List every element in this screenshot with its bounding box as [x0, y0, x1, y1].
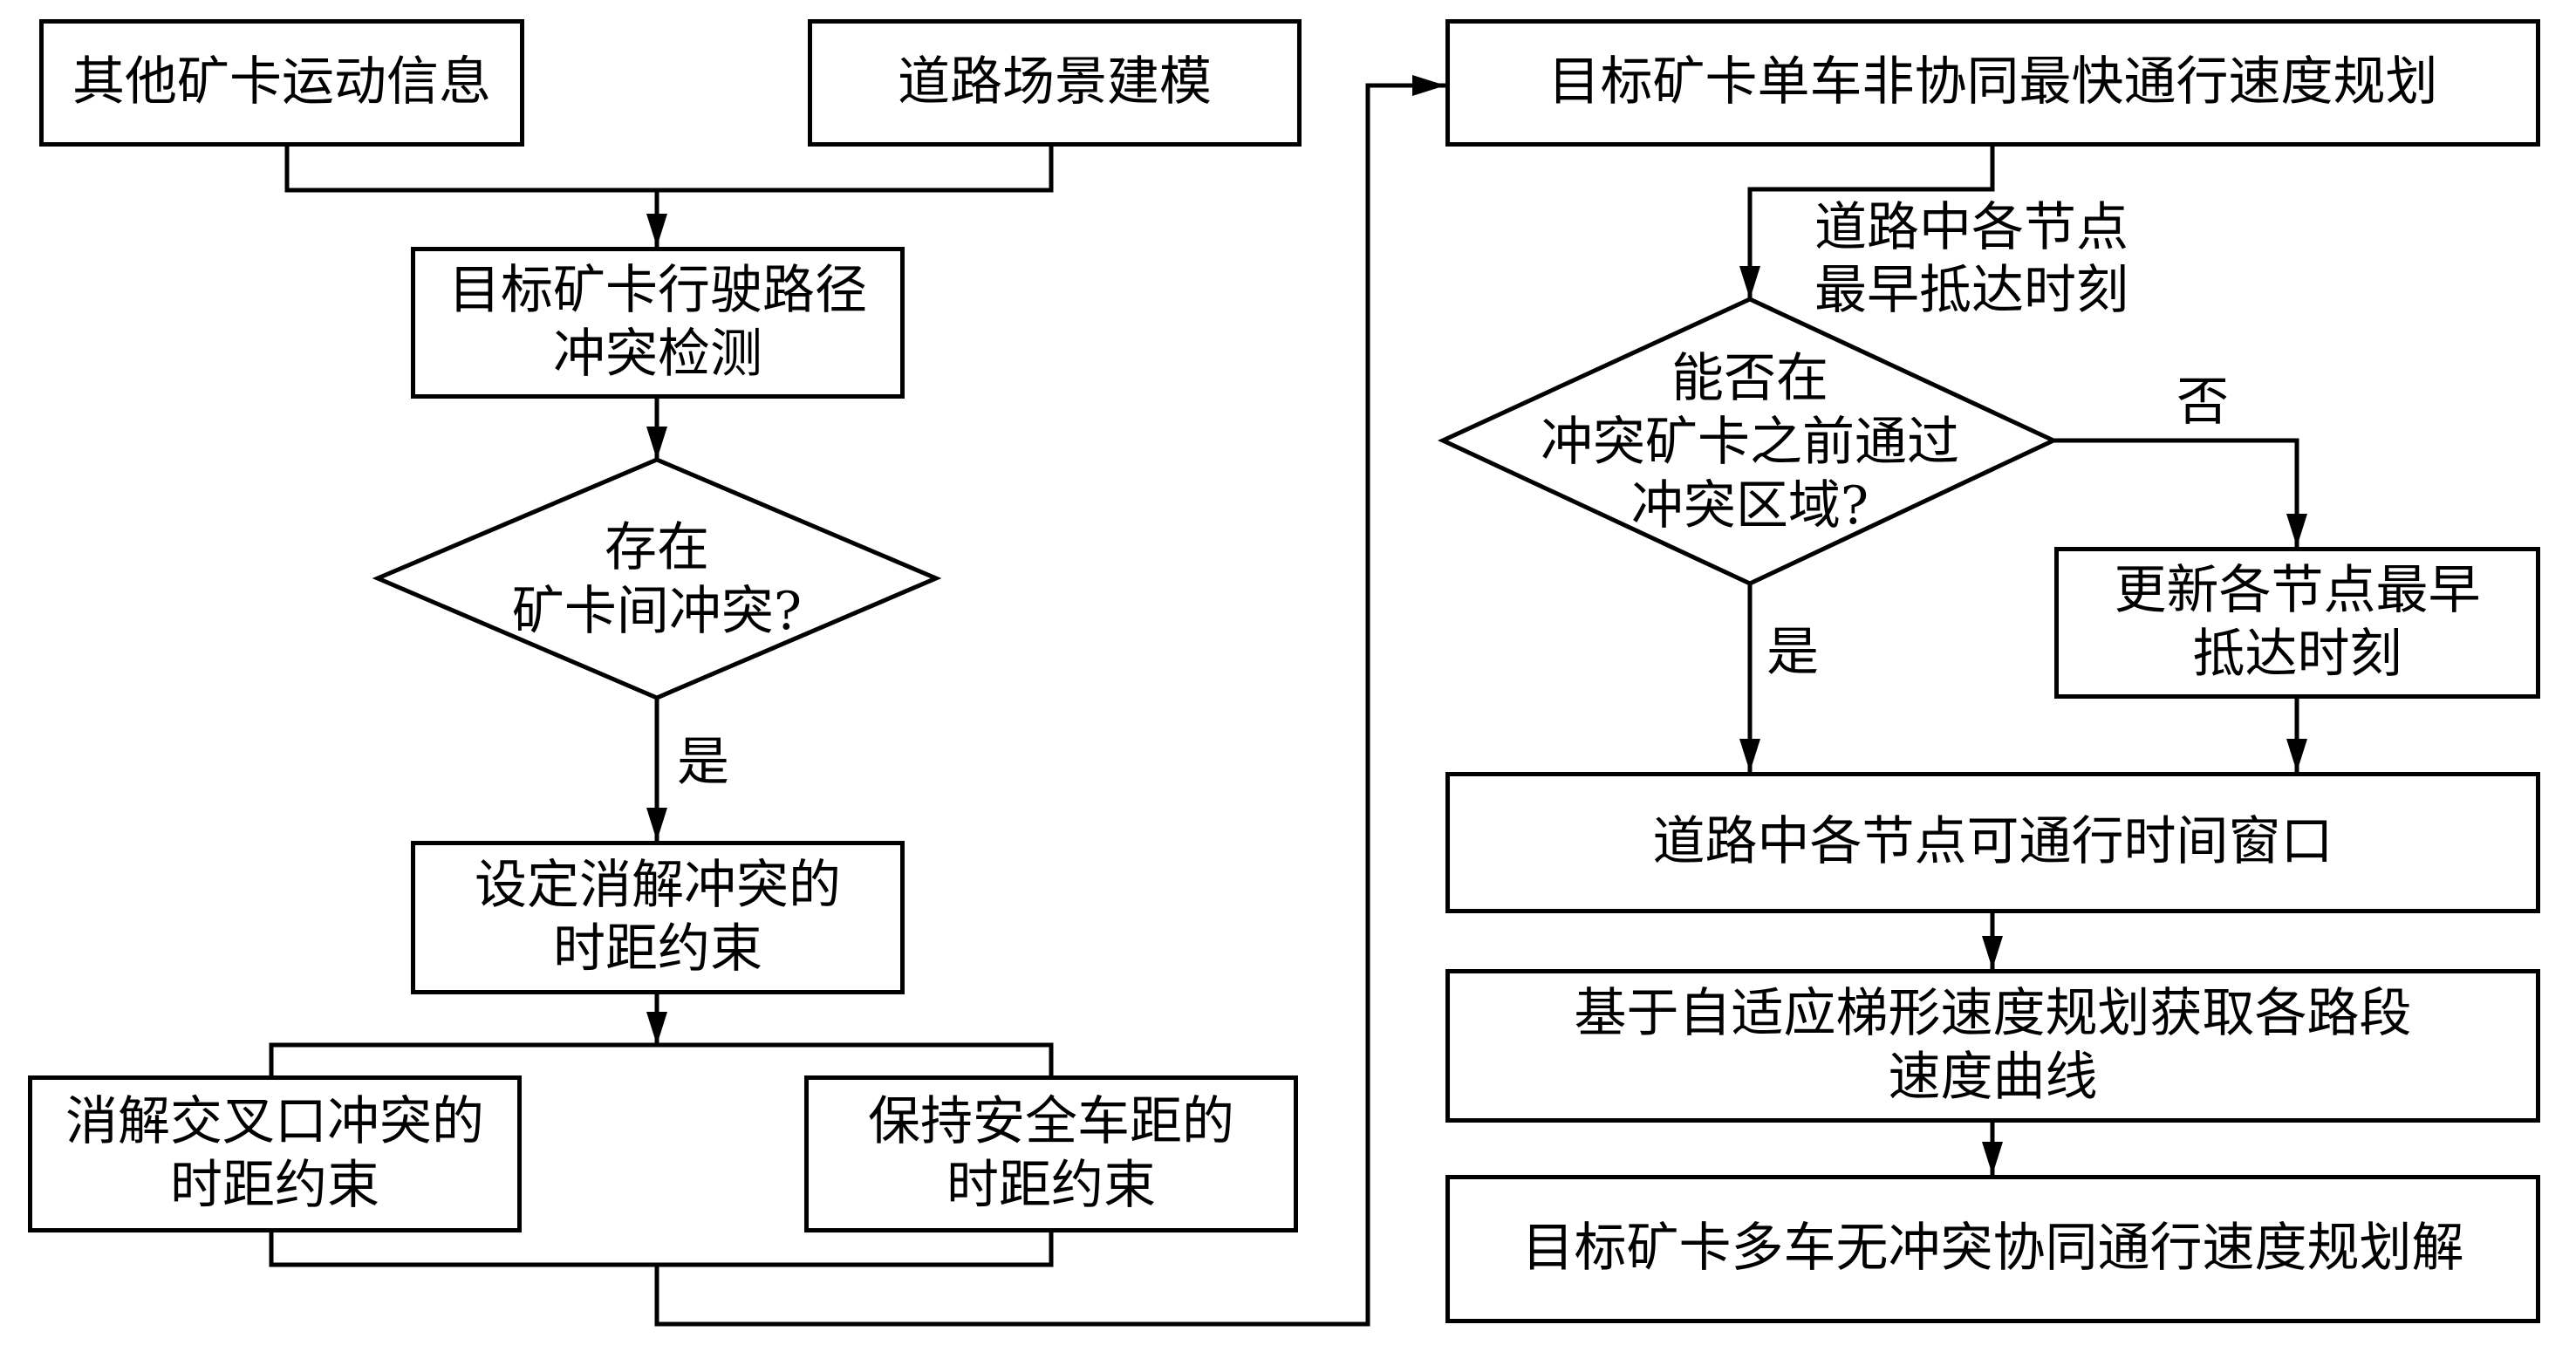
- road-scene-modeling-box: 道路场景建模: [808, 19, 1302, 147]
- node-text: 时距约束: [170, 1155, 379, 1216]
- edge-label-text: 是: [677, 732, 729, 793]
- node-text: 设定消解冲突的: [475, 854, 841, 916]
- node-text: 冲突矿卡之前通过: [1541, 411, 1959, 473]
- node-text: 更新各节点最早: [2114, 559, 2481, 621]
- pass-yes-label: 是: [1766, 621, 1819, 684]
- arrowhead: [1739, 266, 1760, 299]
- node-text: 冲突检测: [553, 324, 762, 385]
- node-text: 时距约束: [553, 918, 762, 980]
- connector-inputs-merge: [284, 142, 1054, 193]
- node-text: 道路中各节点可通行时间窗口: [1652, 811, 2333, 873]
- pass-decision-diamond: [1438, 297, 2059, 586]
- node-text: 速度曲线: [1888, 1047, 2098, 1108]
- arrowhead: [1739, 739, 1760, 772]
- node-text: 消解交叉口冲突的: [65, 1090, 484, 1152]
- arrowhead: [1982, 1142, 2003, 1175]
- node-text: 矿卡间冲突?: [511, 581, 803, 642]
- conflict-yes-label: 是: [677, 731, 729, 794]
- arrowhead: [646, 808, 667, 841]
- node-time-windows-box: 道路中各节点可通行时间窗口: [1445, 772, 2540, 913]
- arrowhead: [1412, 75, 1445, 96]
- edge-label-text: 否: [2176, 372, 2229, 433]
- arrowhead: [646, 1012, 667, 1045]
- set-headway-constraints-box: 设定消解冲突的 时距约束: [411, 841, 905, 994]
- edge-label-text: 最早抵达时刻: [1814, 260, 2128, 321]
- pass-no-label: 否: [2176, 371, 2229, 434]
- conflict-decision-text: 存在 矿卡间冲突?: [465, 488, 849, 672]
- node-text: 基于自适应梯形速度规划获取各路段: [1574, 982, 2412, 1044]
- arrowhead: [2286, 739, 2307, 772]
- path-conflict-detection-box: 目标矿卡行驶路径 冲突检测: [411, 247, 905, 399]
- node-text: 冲突区域?: [1630, 475, 1869, 537]
- node-text: 抵达时刻: [2192, 624, 2402, 685]
- connector-to-right-column: [654, 83, 1448, 1327]
- edge-label-text: 是: [1766, 622, 1819, 683]
- connector-split: [269, 1042, 1054, 1078]
- other-truck-info-box: 其他矿卡运动信息: [39, 19, 524, 147]
- node-text: 道路场景建模: [898, 51, 1212, 113]
- edge-label-text: 道路中各节点: [1814, 197, 2128, 258]
- intersection-headway-box: 消解交叉口冲突的 时距约束: [28, 1075, 522, 1232]
- pass-decision-text: 能否在 冲突矿卡之前通过 冲突区域?: [1509, 336, 1991, 550]
- arrowhead: [1982, 936, 2003, 969]
- node-text: 存在: [605, 516, 709, 578]
- arrowhead: [2286, 514, 2307, 547]
- node-text: 保持安全车距的: [868, 1090, 1234, 1152]
- multi-truck-solution-box: 目标矿卡多车无冲突协同通行速度规划解: [1445, 1175, 2540, 1323]
- arrowhead: [646, 214, 667, 247]
- node-text: 时距约束: [946, 1155, 1156, 1216]
- conflict-decision-diamond: [372, 457, 942, 700]
- connector-constraints-merge: [269, 1229, 1054, 1267]
- connector-decision-no: [2051, 438, 2299, 550]
- safe-distance-headway-box: 保持安全车距的 时距约束: [804, 1075, 1298, 1232]
- update-earliest-arrival-box: 更新各节点最早 抵达时刻: [2054, 547, 2540, 699]
- node-text: 能否在: [1671, 347, 1828, 409]
- arrowhead: [646, 427, 667, 460]
- node-text: 其他矿卡运动信息: [72, 51, 491, 113]
- node-text: 目标矿卡单车非协同最快通行速度规划: [1548, 51, 2438, 113]
- node-text: 目标矿卡多车无冲突协同通行速度规划解: [1521, 1218, 2464, 1280]
- earliest-arrival-label: 道路中各节点 最早抵达时刻: [1814, 196, 2128, 322]
- trapezoid-speed-planning-box: 基于自适应梯形速度规划获取各路段 速度曲线: [1445, 969, 2540, 1123]
- connector-fastest-to-decision: [1747, 142, 1995, 302]
- node-text: 目标矿卡行驶路径: [448, 259, 867, 321]
- single-fastest-planning-box: 目标矿卡单车非协同最快通行速度规划: [1445, 19, 2540, 147]
